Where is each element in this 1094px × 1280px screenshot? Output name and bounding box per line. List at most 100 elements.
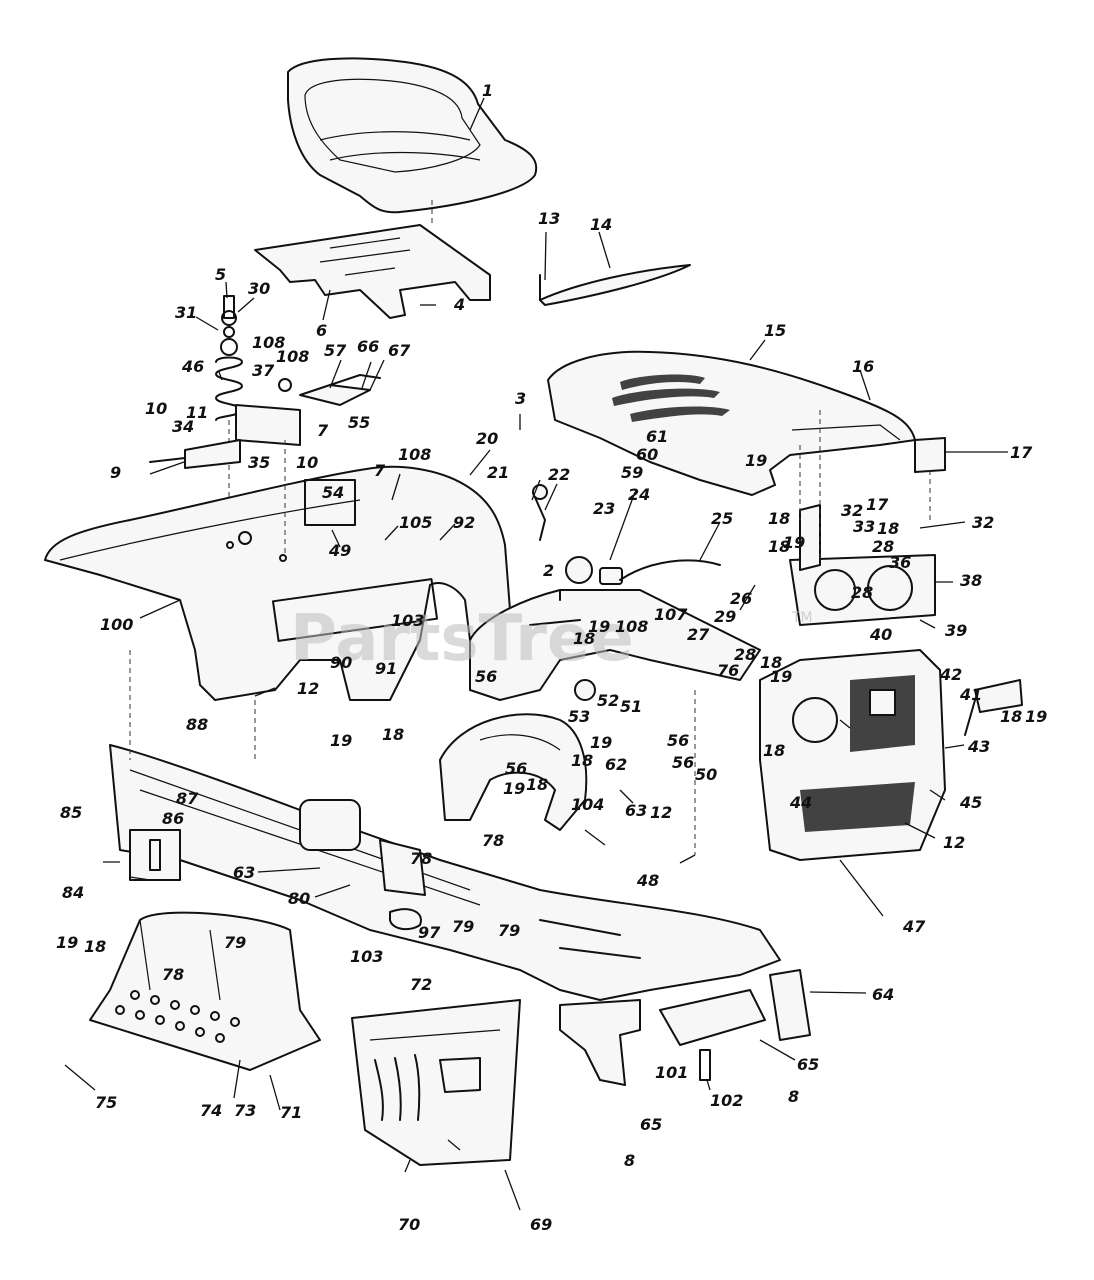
callout-85: 85 — [60, 803, 82, 822]
callout-108: 108 — [276, 347, 309, 366]
callout-39: 39 — [945, 621, 967, 640]
callout-16: 16 — [852, 357, 874, 376]
callout-79: 79 — [452, 917, 474, 936]
callout-17: 17 — [866, 495, 889, 514]
footrest-grip-holes — [115, 990, 240, 1043]
callout-86: 86 — [162, 809, 184, 828]
callout-28: 28 — [872, 537, 894, 556]
callout-24: 24 — [628, 485, 650, 504]
callout-33: 33 — [853, 517, 875, 536]
callout-108: 108 — [398, 445, 431, 464]
callout-18: 18 — [768, 509, 790, 528]
callout-18: 18 — [760, 653, 782, 672]
grille-housing-part — [759, 649, 946, 861]
callout-48: 48 — [636, 871, 659, 890]
callout-62: 62 — [605, 755, 627, 774]
callout-74: 74 — [200, 1101, 222, 1120]
callout-19: 19 — [56, 933, 78, 952]
frame-part — [109, 744, 781, 1001]
callout-18: 18 — [84, 937, 106, 956]
callout-52: 52 — [597, 691, 619, 710]
callout-65: 65 — [640, 1115, 662, 1134]
callout-25: 25 — [711, 509, 733, 528]
callout-7: 7 — [317, 421, 329, 440]
wheel-well-part — [439, 713, 588, 831]
callout-4: 4 — [453, 295, 465, 314]
callout-19: 19 — [745, 451, 767, 470]
callout-29: 29 — [714, 607, 736, 626]
callout-53: 53 — [568, 707, 590, 726]
hood-part — [547, 350, 916, 496]
leader-lines — [64, 97, 1008, 1211]
callout-104: 104 — [571, 795, 604, 814]
callout-19: 19 — [588, 617, 610, 636]
seat-bracket-part — [254, 224, 491, 319]
callout-15: 15 — [764, 321, 786, 340]
callout-63: 63 — [625, 801, 647, 820]
callout-91: 91 — [375, 659, 397, 678]
callout-12: 12 — [943, 833, 965, 852]
callout-7: 7 — [374, 461, 386, 480]
watermark-text: PartsTree — [290, 602, 634, 676]
callout-36: 36 — [889, 553, 911, 572]
headlight-bracket-part — [964, 679, 1023, 736]
callout-66: 66 — [357, 337, 379, 356]
watermark: PartsTree TM — [290, 602, 813, 676]
callout-35: 35 — [248, 453, 270, 472]
callout-32: 32 — [841, 501, 863, 520]
callout-80: 80 — [288, 889, 310, 908]
callout-17: 17 — [1010, 443, 1033, 462]
callout-46: 46 — [181, 357, 204, 376]
callout-37: 37 — [252, 361, 275, 380]
callout-13: 13 — [538, 209, 560, 228]
callout-55: 55 — [348, 413, 370, 432]
callout-102: 102 — [710, 1091, 743, 1110]
callout-41: 41 — [959, 685, 982, 704]
callout-59: 59 — [621, 463, 643, 482]
callout-57: 57 — [324, 341, 347, 360]
footrest-part — [89, 911, 321, 1071]
callout-78: 78 — [162, 965, 184, 984]
callout-22: 22 — [548, 465, 570, 484]
callout-88: 88 — [186, 715, 208, 734]
callout-67: 67 — [388, 341, 411, 360]
callout-18: 18 — [763, 741, 785, 760]
callout-19: 19 — [590, 733, 612, 752]
callout-103: 103 — [350, 947, 383, 966]
callout-28: 28 — [734, 645, 756, 664]
callout-63: 63 — [233, 863, 255, 882]
callout-42: 42 — [939, 665, 962, 684]
callout-26: 26 — [730, 589, 752, 608]
callout-49: 49 — [328, 541, 351, 560]
seat-part — [287, 57, 538, 214]
callout-34: 34 — [172, 417, 194, 436]
callout-14: 14 — [590, 215, 612, 234]
callout-18: 18 — [526, 775, 548, 794]
callout-84: 84 — [62, 883, 84, 902]
callout-18: 18 — [1000, 707, 1022, 726]
callout-51: 51 — [620, 697, 642, 716]
callout-92: 92 — [453, 513, 475, 532]
callout-40: 40 — [869, 625, 892, 644]
callout-32: 32 — [972, 513, 994, 532]
callout-105: 105 — [399, 513, 432, 532]
callout-6: 6 — [316, 321, 327, 340]
seat-hinge-part — [149, 374, 381, 469]
callout-69: 69 — [530, 1215, 552, 1234]
callout-60: 60 — [636, 445, 658, 464]
callout-72: 72 — [410, 975, 432, 994]
callout-108: 108 — [615, 617, 648, 636]
part-callouts: 1 4 5 30 31 6 46 108 108 37 57 66 67 13 … — [56, 81, 1047, 1234]
front-bracket-part — [559, 969, 811, 1086]
callout-18: 18 — [877, 519, 899, 538]
callout-108: 108 — [252, 333, 285, 352]
decal-part — [539, 264, 691, 306]
callout-44: 44 — [789, 793, 812, 812]
callout-56: 56 — [672, 753, 694, 772]
callout-79: 79 — [224, 933, 246, 952]
callout-56: 56 — [475, 667, 497, 686]
callout-5: 5 — [215, 265, 226, 284]
callout-61: 61 — [646, 427, 668, 446]
callout-8: 8 — [624, 1151, 635, 1170]
